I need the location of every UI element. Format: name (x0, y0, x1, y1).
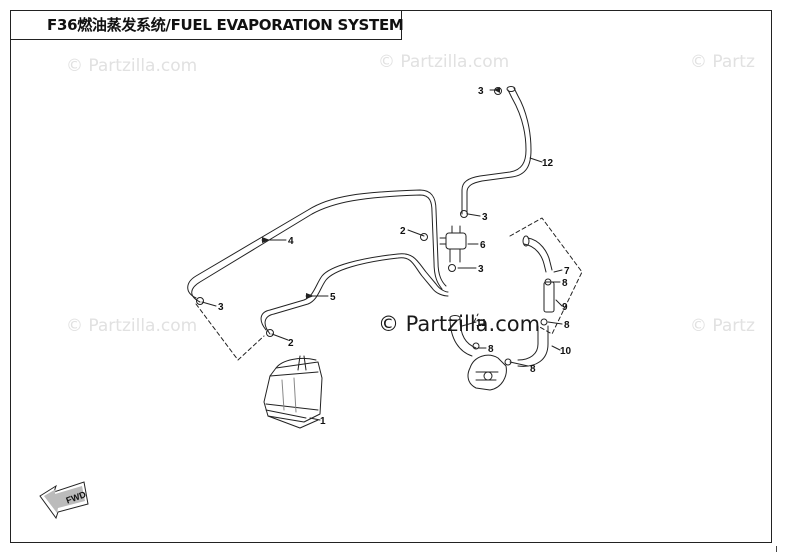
callout-8: 8 (488, 344, 494, 355)
valve-6 (439, 225, 467, 263)
clamp-3 (196, 297, 204, 305)
drawing-frame (10, 10, 772, 543)
guide-line (195, 303, 265, 361)
callout-3: 3 (482, 212, 488, 223)
hose-4 (187, 189, 447, 299)
pipe-9 (543, 281, 555, 313)
fwd-arrow-icon: FWD (39, 481, 89, 520)
title-block: F36燃油蒸发系统/FUEL EVAPORATION SYSTEM (10, 10, 404, 40)
watermark: © Partz (690, 52, 755, 72)
purge-valve (467, 354, 507, 391)
clamp-8 (540, 318, 548, 326)
callout-12: 12 (542, 158, 554, 169)
callout-9: 9 (562, 302, 568, 313)
callout-8: 8 (530, 364, 536, 375)
watermark: © Partzilla.com (378, 52, 510, 72)
callout-7: 7 (564, 266, 570, 277)
callout-10: 10 (560, 346, 572, 357)
guide-line (473, 313, 479, 323)
callout-2: 2 (288, 338, 294, 349)
callout-3: 3 (218, 302, 224, 313)
clamp-8 (544, 278, 552, 286)
diagram-title: F36燃油蒸发系统/FUEL EVAPORATION SYSTEM (47, 16, 404, 34)
callout-2: 2 (400, 226, 406, 237)
watermark-main: © Partzilla.com (378, 312, 541, 336)
callout-4: 4 (288, 236, 294, 247)
hose-10 (517, 325, 549, 367)
clamp-3 (494, 87, 502, 95)
corner-mark (776, 546, 777, 552)
hose-12 (461, 89, 527, 215)
callout-8: 8 (564, 320, 570, 331)
watermark: © Partz (690, 316, 755, 336)
watermark: © Partzilla.com (66, 316, 198, 336)
clamp-3 (448, 264, 456, 272)
canister-1 (263, 355, 323, 429)
callout-3: 3 (478, 86, 484, 97)
guide-line (509, 217, 583, 335)
clamp-8 (472, 342, 480, 350)
clamp-2 (266, 329, 274, 337)
watermark: © Partzilla.com (66, 56, 198, 76)
callout-6: 6 (480, 240, 486, 251)
callout-3: 3 (478, 264, 484, 275)
hose-11 (449, 315, 477, 357)
callout-8: 8 (562, 278, 568, 289)
callout-5: 5 (330, 292, 336, 303)
hose-7 (522, 235, 553, 273)
hose-5 (260, 253, 449, 331)
callout-11: 11 (476, 318, 487, 329)
callout-1: 1 (320, 416, 326, 427)
clamp-2 (420, 233, 428, 241)
